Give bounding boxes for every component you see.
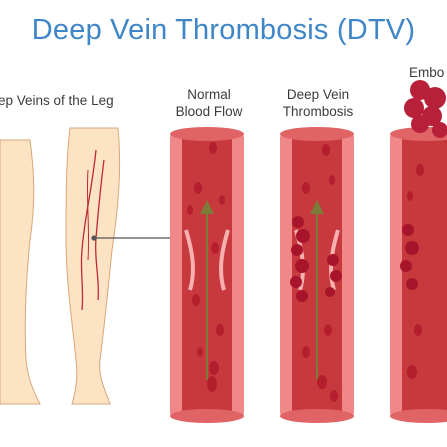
flow-arrow-head-dvt: [310, 200, 324, 214]
flow-arrow-head-normal: [200, 200, 214, 214]
blood-cell: [317, 375, 327, 389]
label-dvt-line2: Thrombosis: [282, 104, 354, 119]
blood-cells-dvt: [302, 144, 338, 402]
blood-cell: [330, 390, 338, 402]
vessel-dvt: [280, 127, 354, 423]
blood-cell: [211, 242, 219, 254]
blood-cell: [302, 182, 310, 194]
valve-normal-right: [219, 229, 230, 291]
blood-cell: [329, 175, 335, 185]
blood-cell: [194, 182, 202, 194]
clot-blob: [406, 278, 418, 290]
label-normal-line1: Normal: [187, 87, 231, 102]
clot-icon: [290, 216, 342, 302]
embolus-icon: [404, 80, 447, 138]
blood-cell: [216, 324, 224, 336]
embolus-blob: [432, 122, 447, 138]
blood-cell: [209, 361, 219, 375]
vessel-normal-top-rim: [170, 127, 244, 141]
clot-blob: [290, 276, 302, 288]
vein-1: [80, 149, 97, 311]
blood-cell: [207, 376, 217, 392]
embolus-blob: [411, 115, 429, 133]
blood-cell: [192, 294, 200, 306]
blood-cell: [187, 205, 193, 215]
right-leg: [65, 127, 121, 405]
blood-cell: [324, 324, 332, 336]
clot-blob: [402, 224, 414, 236]
clot-blob: [295, 259, 309, 273]
clot-blob: [325, 287, 335, 297]
clot-blob: [405, 241, 419, 255]
blood-cell: [197, 347, 203, 357]
blood-cell: [414, 324, 422, 336]
vessel-normal: [170, 127, 244, 423]
blood-cell: [302, 346, 310, 358]
clot-blob: [330, 270, 342, 282]
label-normal-blood-flow: Normal Blood Flow: [168, 86, 250, 120]
blood-cells-normal: [187, 142, 225, 392]
label-deep-vein-thrombosis: Deep Vein Thrombosis: [274, 86, 362, 120]
label-deep-veins-text: ep Veins of the Leg: [0, 93, 114, 108]
blood-cells-embolism: [407, 164, 424, 379]
blood-cell: [219, 195, 225, 205]
clot-blob: [400, 260, 412, 272]
label-normal-line2: Blood Flow: [175, 104, 243, 119]
clot-embolism: [400, 224, 419, 290]
vessel-embolism: [390, 80, 447, 423]
left-leg: [0, 139, 41, 405]
clot-blob: [291, 244, 303, 256]
blood-cell: [322, 144, 330, 156]
label-embolism-text: Embo: [409, 65, 445, 80]
legs-icon: [0, 127, 178, 405]
clot-blob: [327, 254, 339, 266]
label-deep-veins: ep Veins of the Leg: [0, 92, 114, 109]
blood-cell: [407, 365, 417, 379]
valve-normal-left: [184, 229, 195, 291]
vessel-dvt-bottom-rim: [280, 409, 354, 423]
embolus-blob: [424, 87, 446, 109]
blood-cell: [209, 142, 217, 154]
embolus-blob: [404, 98, 424, 118]
clot-blob: [292, 216, 304, 228]
blood-cell: [416, 164, 424, 176]
vessel-normal-bottom-rim: [170, 409, 244, 423]
clot-blob: [296, 290, 308, 302]
vessel-dvt-top-rim: [280, 127, 354, 141]
blood-cell: [407, 191, 413, 201]
clot-blob: [296, 229, 310, 243]
label-dvt-line1: Deep Vein: [286, 87, 350, 102]
label-embolism: Embo: [409, 64, 444, 81]
vein-3: [86, 169, 90, 261]
page-title: Deep Vein Thrombosis (DTV): [31, 14, 416, 46]
vessel-embolism-bottom-rim: [390, 409, 447, 423]
